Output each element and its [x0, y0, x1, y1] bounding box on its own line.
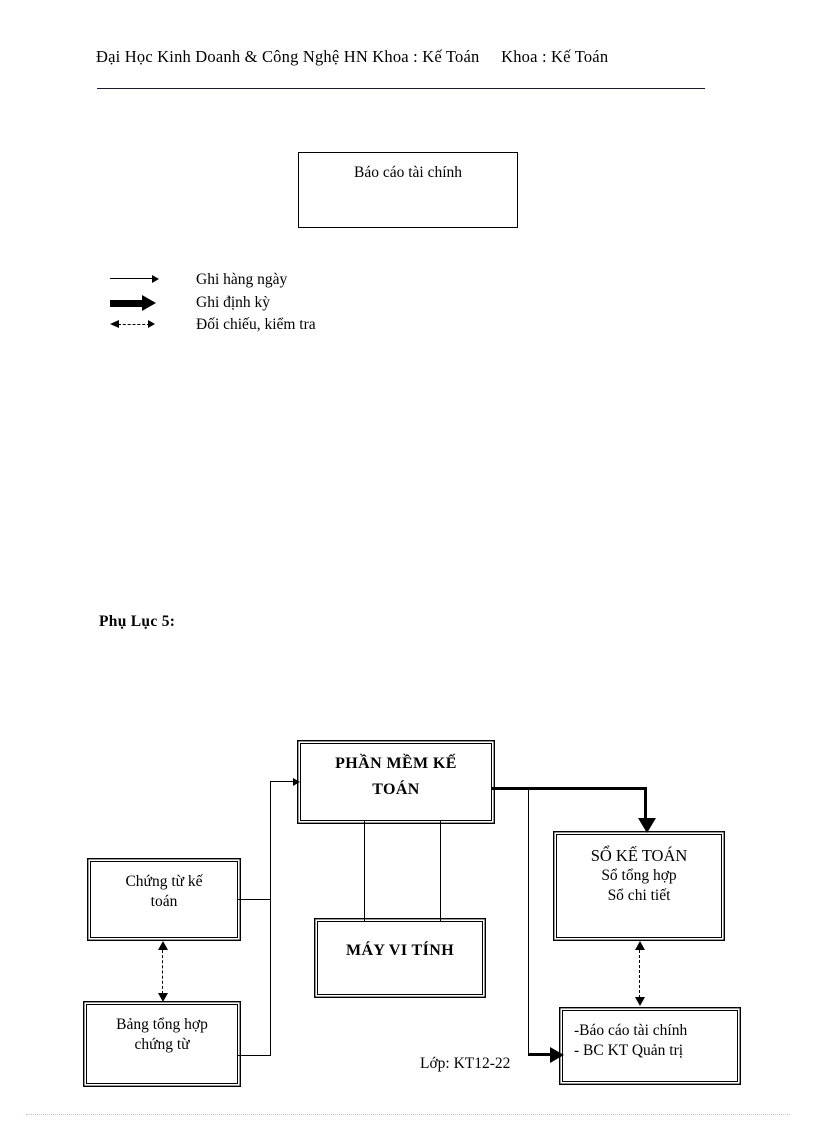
thin-arrow-icon — [110, 275, 160, 283]
arrowhead-down-reports — [635, 997, 645, 1006]
connector-ledger-reports — [639, 950, 640, 998]
arrowhead-up-ledger — [635, 941, 645, 950]
connector-software-ledger-h — [492, 787, 647, 791]
connector-vouchers-right — [238, 899, 271, 901]
arrowhead-up-vouchers — [158, 941, 168, 950]
dashed-double-arrow-icon — [110, 320, 160, 328]
accounting-software-line1: PHẦN MỀM KẾ — [335, 755, 457, 772]
ledger-box-line2: Sổ tổng hợp — [601, 867, 677, 885]
computer-box-label: MÁY VI TÍNH — [345, 942, 455, 959]
summary-vouchers-line1: Bảng tổng hợp — [116, 1016, 208, 1033]
connector-software-computer-left — [364, 821, 366, 921]
connector-to-software — [270, 781, 297, 783]
page-title: Đại Học Kinh Doanh & Công Nghệ HN Khoa :… — [96, 47, 609, 66]
arrowhead-into-reports — [550, 1047, 564, 1063]
arrowhead-into-ledger — [638, 818, 656, 833]
connector-summary-right — [238, 1055, 271, 1057]
class-caption: Lớp: KT12-22 — [420, 1055, 511, 1072]
legend-item-daily: Ghi hàng ngày — [196, 271, 288, 288]
connector-software-reports-v — [528, 789, 530, 1055]
ledger-box-line1: SỔ KẾ TOÁN — [590, 846, 688, 865]
ledger-box-line3: Sổ chi tiết — [607, 886, 671, 904]
report-box-label: Báo cáo tài chính — [353, 164, 463, 181]
summary-vouchers-line2: chứng từ — [134, 1035, 190, 1053]
legend-item-reconcile: Đối chiếu, kiểm tra — [196, 316, 316, 333]
report-box: Báo cáo tài chính — [298, 152, 518, 228]
accounting-software-line2: TOÁN — [372, 781, 420, 799]
vouchers-box: Chứng từ kế toán — [90, 861, 238, 938]
legend-item-periodic: Ghi định kỳ — [196, 293, 271, 311]
financial-reports-line2: - BC KT Quản trị — [574, 1041, 684, 1059]
connector-software-reports-h — [528, 1053, 558, 1057]
legend: Ghi hàng ngày Ghi định kỳ Đối chiếu, kiể… — [196, 269, 316, 337]
thick-arrow-icon — [110, 295, 160, 311]
ledger-box: SỔ KẾ TOÁN Sổ tổng hợp Sổ chi tiết — [556, 834, 722, 938]
financial-reports-line1: -Báo cáo tài chính — [574, 1022, 688, 1039]
appendix-label: Phụ Lục 5: — [99, 613, 176, 630]
accounting-software-box: PHẦN MỀM KẾ TOÁN — [300, 743, 492, 821]
connector-software-computer-right — [440, 821, 442, 921]
connector-left-riser — [270, 781, 272, 1056]
arrowhead-down-summary — [158, 993, 168, 1002]
connector-vouchers-summary — [162, 950, 163, 994]
footer-divider — [26, 1114, 790, 1115]
vouchers-box-line2: toán — [150, 892, 178, 910]
arrowhead-into-software — [293, 778, 300, 786]
computer-box: MÁY VI TÍNH — [317, 921, 483, 995]
financial-reports-box: -Báo cáo tài chính - BC KT Quản trị — [562, 1010, 738, 1082]
header-divider — [97, 88, 705, 89]
summary-vouchers-box: Bảng tổng hợp chứng từ — [86, 1004, 238, 1084]
vouchers-box-line1: Chứng từ kế — [125, 873, 203, 890]
connector-software-ledger-v — [644, 787, 648, 821]
